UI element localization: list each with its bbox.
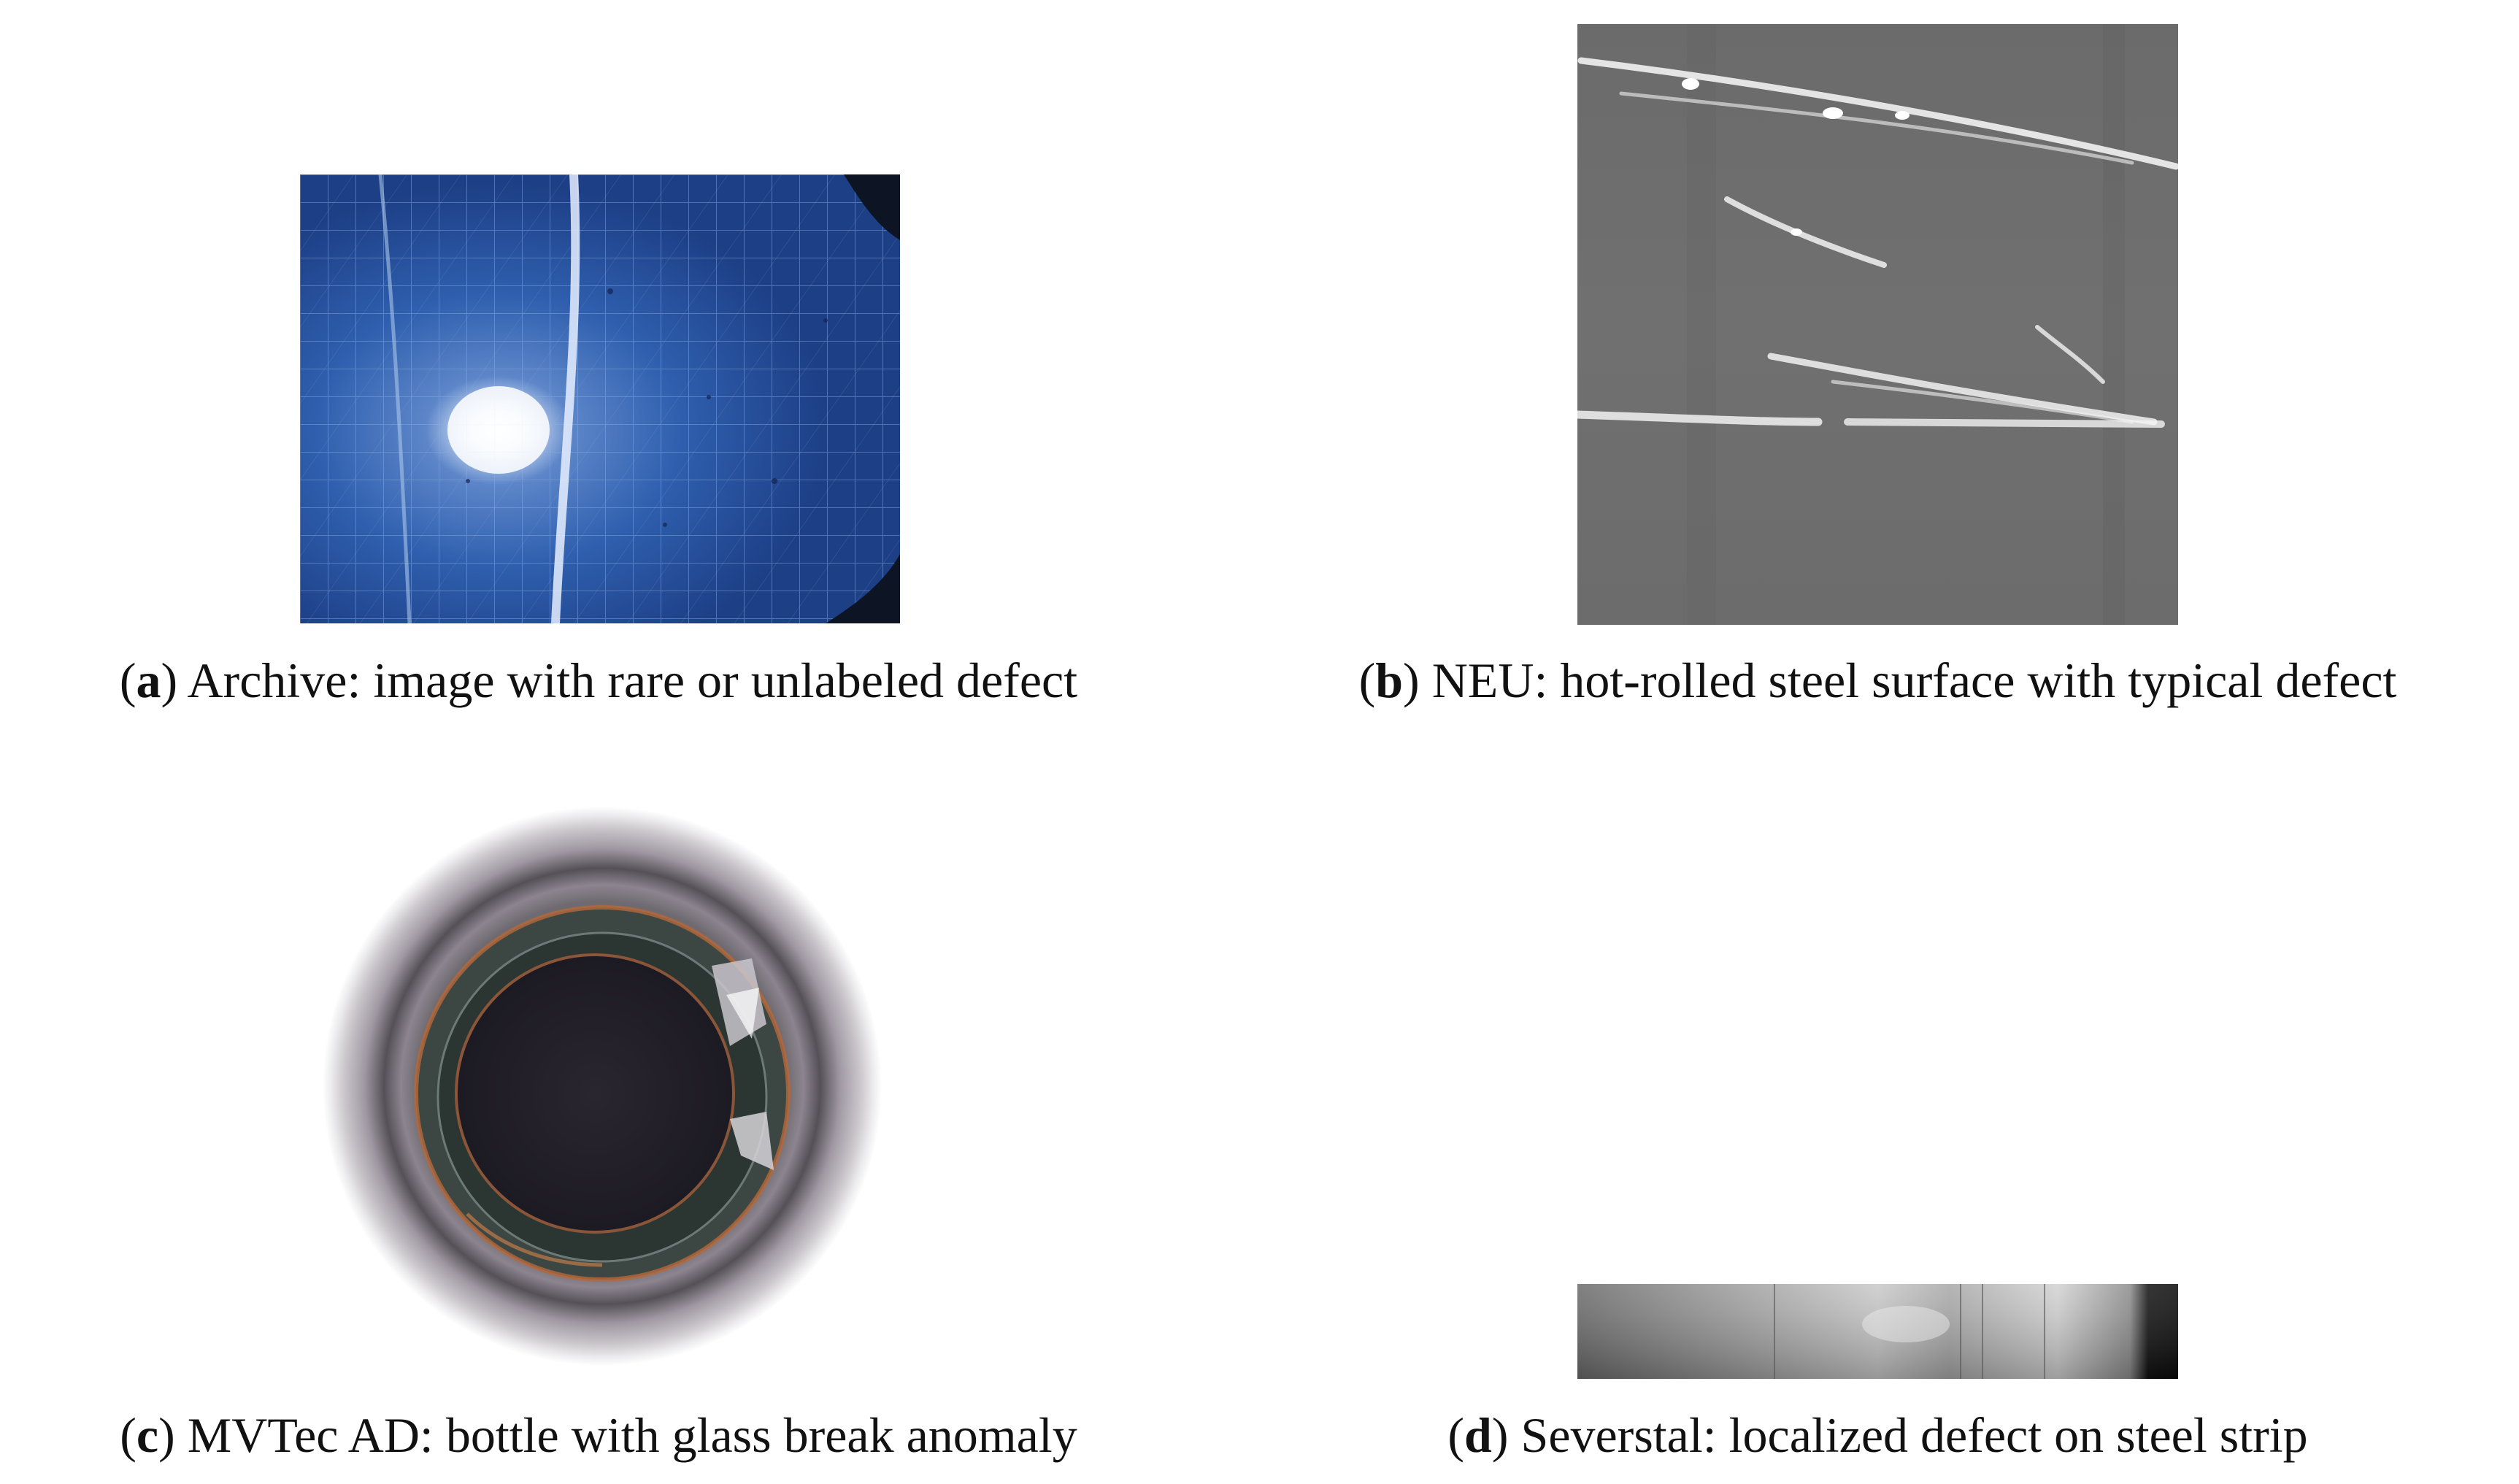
panel-d-label: d <box>1464 1407 1492 1463</box>
panel-b-image <box>1577 24 2178 625</box>
panel-a-image <box>300 174 900 623</box>
panel-a-label: a <box>136 653 161 708</box>
steel-scratch-image <box>1577 24 2178 625</box>
panel-c-caption-text: MVTec AD: bottle with glass break anomal… <box>174 1407 1077 1463</box>
panel-c-caption: (c) MVTec AD: bottle with glass break an… <box>120 1407 1077 1463</box>
panel-b-caption: (b) NEU: hot-rolled steel surface with t… <box>1358 653 2397 708</box>
steel-strip-image <box>1577 1284 2178 1379</box>
panel-d-image <box>1577 1284 2178 1379</box>
panel-c-label: c <box>136 1407 159 1463</box>
panel-b-label: b <box>1375 653 1404 708</box>
panel-d-caption-text: Severstal: localized defect on steel str… <box>1508 1407 2308 1463</box>
panel-c-image <box>321 805 883 1367</box>
panel-b-caption-text: NEU: hot-rolled steel surface with typic… <box>1419 653 2397 708</box>
panel-a-caption-text: Archive: image with rare or unlabeled de… <box>177 653 1078 708</box>
panel-a-caption: (a) Archive: image with rare or unlabele… <box>119 653 1078 708</box>
panel-d-caption: (d) Severstal: localized defect on steel… <box>1447 1407 2308 1463</box>
solar-cell-image <box>300 174 900 623</box>
bottle-image <box>323 807 882 1366</box>
